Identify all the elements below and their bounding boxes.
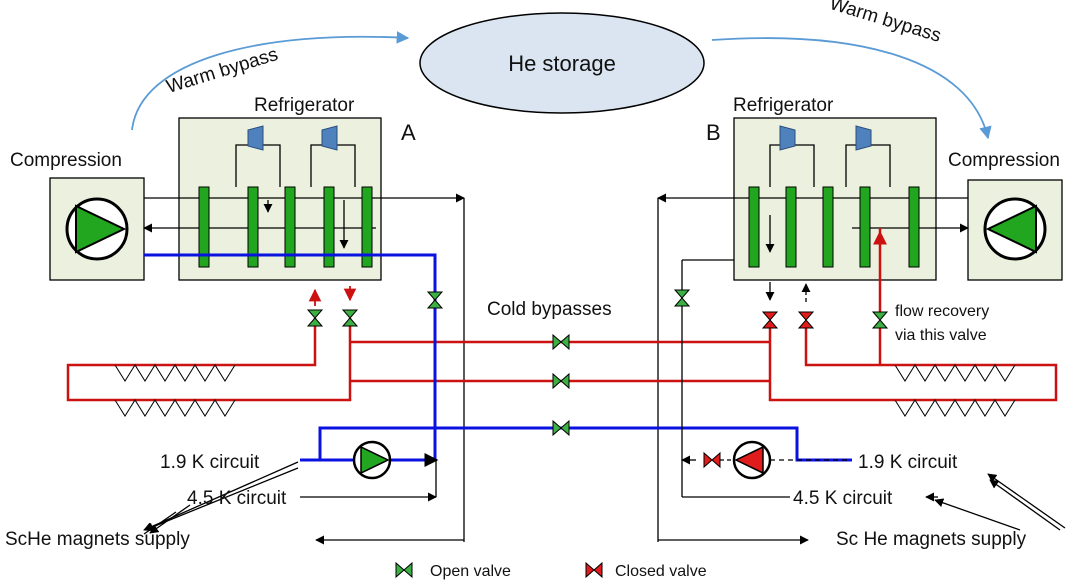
- turbine-a2-icon: [321, 125, 338, 151]
- circuit-45k-right-label: 4.5 K circuit: [793, 488, 893, 509]
- circuit-45k-left-label: 4.5 K circuit: [187, 488, 287, 509]
- closed-valve-b1-icon: [761, 311, 779, 329]
- warm-bypass-arrow-right: [711, 37, 992, 140]
- magnets-supply-right-label: Sc He magnets supply: [836, 529, 1027, 550]
- arrow-45k-left: [149, 504, 191, 534]
- flow-recovery-line2: via this valve: [895, 327, 987, 344]
- legend-closed-valve-label: Closed valve: [615, 563, 707, 580]
- warm-bypass-left-label: Warm bypass: [164, 44, 281, 98]
- refrigerator-a-label: Refrigerator: [254, 95, 355, 116]
- pump-left-icon: [352, 440, 392, 480]
- he-storage-label: He storage: [508, 51, 616, 76]
- compressor-left-icon: [65, 197, 129, 261]
- open-valve-a3-icon: [426, 291, 444, 309]
- open-valve-bypass3-icon: [552, 419, 570, 437]
- closed-valve-b2-icon: [797, 311, 815, 329]
- flow-recovery-line1: flow recovery: [895, 303, 989, 320]
- circuit-19k-right-label: 1.9 K circuit: [858, 452, 958, 473]
- turbine-a1-icon: [247, 125, 264, 151]
- cold-bypasses-label: Cold bypasses: [487, 299, 612, 320]
- plant-a-label: A: [401, 120, 416, 145]
- circuit-19k-left-label: 1.9 K circuit: [160, 452, 260, 473]
- arrow-19k-right: [987, 473, 1066, 529]
- arrow-45k-right-diag: [934, 498, 1021, 531]
- refrigerator-b-box: [733, 117, 937, 281]
- legend-open-valve-label: Open valve: [430, 563, 511, 580]
- black-flow-lines: [143, 259, 1061, 545]
- heat-exchangers-a: [198, 186, 373, 268]
- refrigerator-b-label: Refrigerator: [733, 95, 834, 116]
- compressor-right-icon: [983, 197, 1047, 261]
- he-storage-tank: [419, 12, 705, 114]
- compression-right-label: Compression: [948, 150, 1060, 171]
- magnet-strings: [114, 364, 1016, 417]
- legend-open-valve-icon: [395, 561, 413, 579]
- turbine-b1-icon: [779, 125, 796, 151]
- open-valve-a2-icon: [341, 309, 359, 327]
- warm-bypass-arrow-left: [131, 31, 410, 131]
- heat-exchangers-b: [748, 186, 920, 268]
- open-valve-icons: [306, 289, 889, 579]
- open-valve-recovery-icon: [871, 311, 889, 329]
- plant-b-label: B: [706, 120, 721, 145]
- pump-right-icon: [732, 440, 772, 480]
- warm-bypass-right-label: Warm bypass: [827, 0, 944, 47]
- open-valve-a1-icon: [306, 309, 324, 327]
- turbine-b2-icon: [855, 125, 872, 151]
- compression-left-label: Compression: [10, 150, 122, 171]
- legend-closed-valve-icon: [585, 561, 603, 579]
- blue-lines-1-9k: [144, 253, 852, 462]
- arrow-19k-left: [144, 467, 299, 532]
- open-valve-b1-icon: [673, 289, 691, 307]
- open-valve-bypass2-icon: [552, 372, 570, 390]
- open-valve-bypass1-icon: [552, 333, 570, 351]
- magnets-supply-left-label: ScHe magnets supply: [5, 529, 190, 550]
- closed-valve-pump-icon: [703, 451, 721, 469]
- closed-valve-icons: [585, 311, 815, 579]
